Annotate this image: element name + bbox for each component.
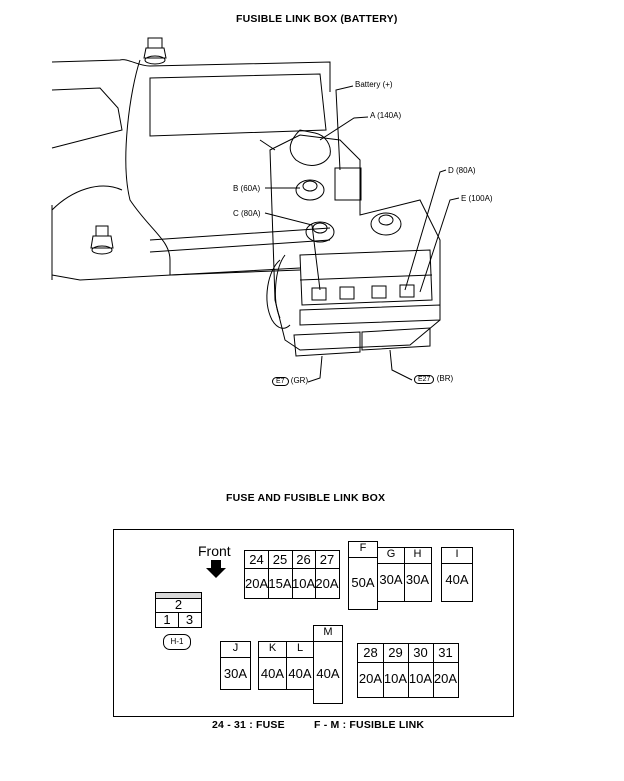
link-j-rating: 30A <box>223 666 248 681</box>
link-h-rating: 30A <box>405 572 430 587</box>
connector-e7-code: E7 <box>272 377 289 386</box>
fuse-29-rating: 10A <box>383 671 408 686</box>
link-f-rating: 50A <box>351 575 375 590</box>
fuse-28-number: 28 <box>363 645 378 660</box>
link-h-letter: H <box>413 548 422 560</box>
link-m: M 40A <box>313 625 343 704</box>
fuse-26-rating: 10A <box>292 576 316 591</box>
link-m-letter: M <box>323 626 333 638</box>
relay-h1-tag: H-1 <box>163 634 191 650</box>
relay-terminal-3: 3 <box>185 612 194 627</box>
link-f: F 50A <box>348 541 378 610</box>
link-l-rating: 40A <box>288 666 312 681</box>
fuse-25-rating: 15A <box>268 576 292 591</box>
connector-e7: E7 (GR) <box>272 376 309 386</box>
link-i-rating: 40A <box>445 572 469 587</box>
fuse-28-rating: 20A <box>358 671 383 686</box>
link-group-g-h: G H 30A 30A <box>377 547 432 602</box>
front-arrow-icon <box>206 560 226 578</box>
link-i: I 40A <box>441 547 473 602</box>
front-label: Front <box>198 543 231 559</box>
connector-e7-color: (GR) <box>290 376 309 385</box>
link-i-letter: I <box>455 548 459 560</box>
link-g-letter: G <box>386 548 396 560</box>
fuse-29-number: 29 <box>388 645 403 660</box>
link-l-letter: L <box>296 642 304 654</box>
link-j-letter: J <box>232 642 239 654</box>
fuse-31-rating: 20A <box>433 671 458 686</box>
label-link-b: B (60A) <box>233 184 261 193</box>
link-k-rating: 40A <box>260 666 285 681</box>
label-link-e: E (100A) <box>461 194 493 203</box>
link-k-letter: K <box>268 642 277 654</box>
fuse-30-rating: 10A <box>408 671 433 686</box>
fuse-27-rating: 20A <box>315 576 339 591</box>
fuse-24-rating: 20A <box>245 576 269 591</box>
link-m-rating: 40A <box>316 666 340 681</box>
fuse-27-number: 27 <box>319 552 335 567</box>
relay-terminal-2: 2 <box>174 597 183 612</box>
relay-terminal-1: 1 <box>163 612 171 627</box>
fuse-group-24-27: 24 25 26 27 20A 15A 10A 20A <box>244 550 340 599</box>
fuse-30-number: 30 <box>413 645 428 660</box>
label-battery-plus: Battery (+) <box>355 80 393 89</box>
fuse-24-number: 24 <box>249 552 264 567</box>
label-link-a: A (140A) <box>370 111 402 120</box>
connector-e27-code: E27 <box>414 375 435 384</box>
bottom-title: FUSE AND FUSIBLE LINK BOX <box>226 492 386 504</box>
fuse-group-28-31: 28 29 30 31 20A 10A 10A 20A <box>357 643 459 698</box>
battery-fusible-link-illustration <box>51 37 460 383</box>
legend-fuse: 24 - 31 : FUSE <box>212 719 285 731</box>
connector-e27: E27 (BR) <box>414 374 454 384</box>
label-link-d: D (80A) <box>448 166 476 175</box>
fuse-25-number: 25 <box>272 552 288 567</box>
fuse-box-outline <box>113 529 514 717</box>
top-title: FUSIBLE LINK BOX (BATTERY) <box>236 13 398 25</box>
label-link-c: C (80A) <box>233 209 261 218</box>
legend-fusible-link: F - M : FUSIBLE LINK <box>314 719 425 731</box>
connector-e27-color: (BR) <box>436 374 454 383</box>
link-g-rating: 30A <box>379 572 403 587</box>
link-j: J 30A <box>220 641 251 690</box>
relay-h1: 2 1 3 <box>155 592 202 628</box>
link-f-letter: F <box>359 542 367 554</box>
link-group-k-l: K L 40A 40A <box>258 641 315 690</box>
fuse-26-number: 26 <box>296 552 311 567</box>
fuse-31-number: 31 <box>438 645 453 660</box>
